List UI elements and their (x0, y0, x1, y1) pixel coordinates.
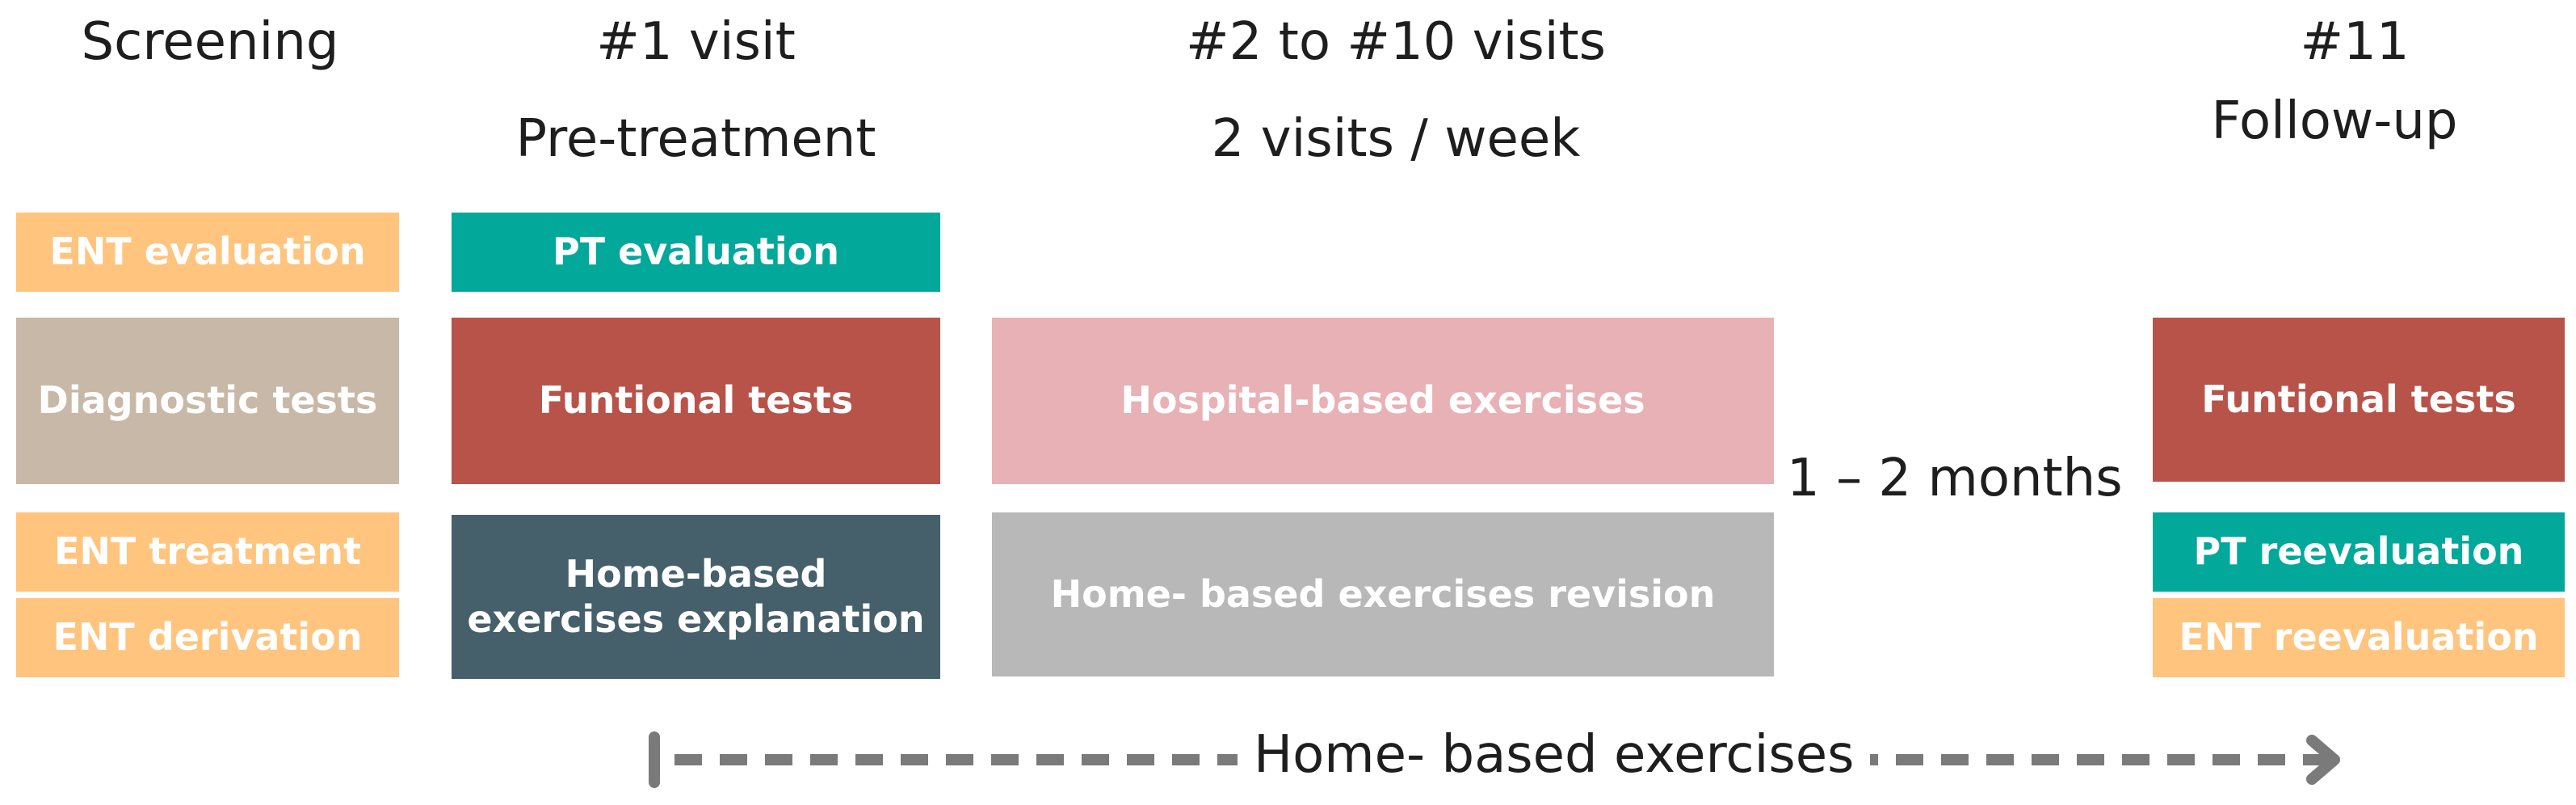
ent-treatment-box: ENT treatment (16, 512, 399, 592)
hospital-exercises-label: Hospital-based exercises (1120, 378, 1645, 423)
home-explanation-label-line1: Home-based (565, 552, 827, 596)
functional-tests-label: Funtional tests (538, 378, 854, 423)
header-visits2-10-number: #2 to #10 visits (1186, 12, 1606, 72)
ent-reevaluation-label: ENT reevaluation (2179, 615, 2539, 660)
arrow-head (2306, 735, 2340, 785)
gap-duration-label: 1 – 2 months (1787, 449, 2123, 508)
followup-functional-tests-label: Funtional tests (2201, 377, 2516, 421)
header-visit11-phase: Follow-up (2211, 91, 2458, 151)
ent-reevaluation-box: ENT reevaluation (2153, 598, 2565, 677)
ent-evaluation-label: ENT evaluation (49, 230, 366, 274)
pt-reevaluation-label: PT reevaluation (2193, 529, 2524, 574)
home-revision-label: Home- based exercises revision (1050, 571, 1716, 616)
home-explanation-label-line2: exercises explanation (467, 596, 925, 641)
home-explanation-box: Home-based exercises explanation (452, 515, 940, 679)
pt-evaluation-label: PT evaluation (553, 230, 839, 274)
functional-tests-box: Funtional tests (452, 318, 940, 484)
ent-derivation-box: ENT derivation (16, 598, 399, 677)
header-visit1-phase: Pre-treatment (515, 109, 876, 169)
diagnostic-tests-box: Diagnostic tests (16, 318, 399, 484)
hospital-exercises-box: Hospital-based exercises (992, 318, 1774, 484)
followup-functional-tests-box: Funtional tests (2153, 318, 2565, 482)
diagnostic-tests-label: Diagnostic tests (37, 378, 378, 423)
ent-derivation-label: ENT derivation (53, 615, 363, 660)
header-visits2-10-frequency: 2 visits / week (1211, 109, 1581, 169)
header-screening: Screening (81, 12, 339, 72)
pt-reevaluation-box: PT reevaluation (2153, 512, 2565, 592)
ent-treatment-label: ENT treatment (53, 529, 362, 574)
header-visit1-number: #1 visit (596, 12, 796, 72)
home-exercises-arrow-label: Home- based exercises (1238, 729, 1871, 781)
header-visit11-number: #11 (2300, 12, 2410, 72)
pt-evaluation-box: PT evaluation (452, 213, 940, 292)
home-revision-box: Home- based exercises revision (992, 512, 1774, 676)
ent-evaluation-box: ENT evaluation (16, 213, 399, 292)
